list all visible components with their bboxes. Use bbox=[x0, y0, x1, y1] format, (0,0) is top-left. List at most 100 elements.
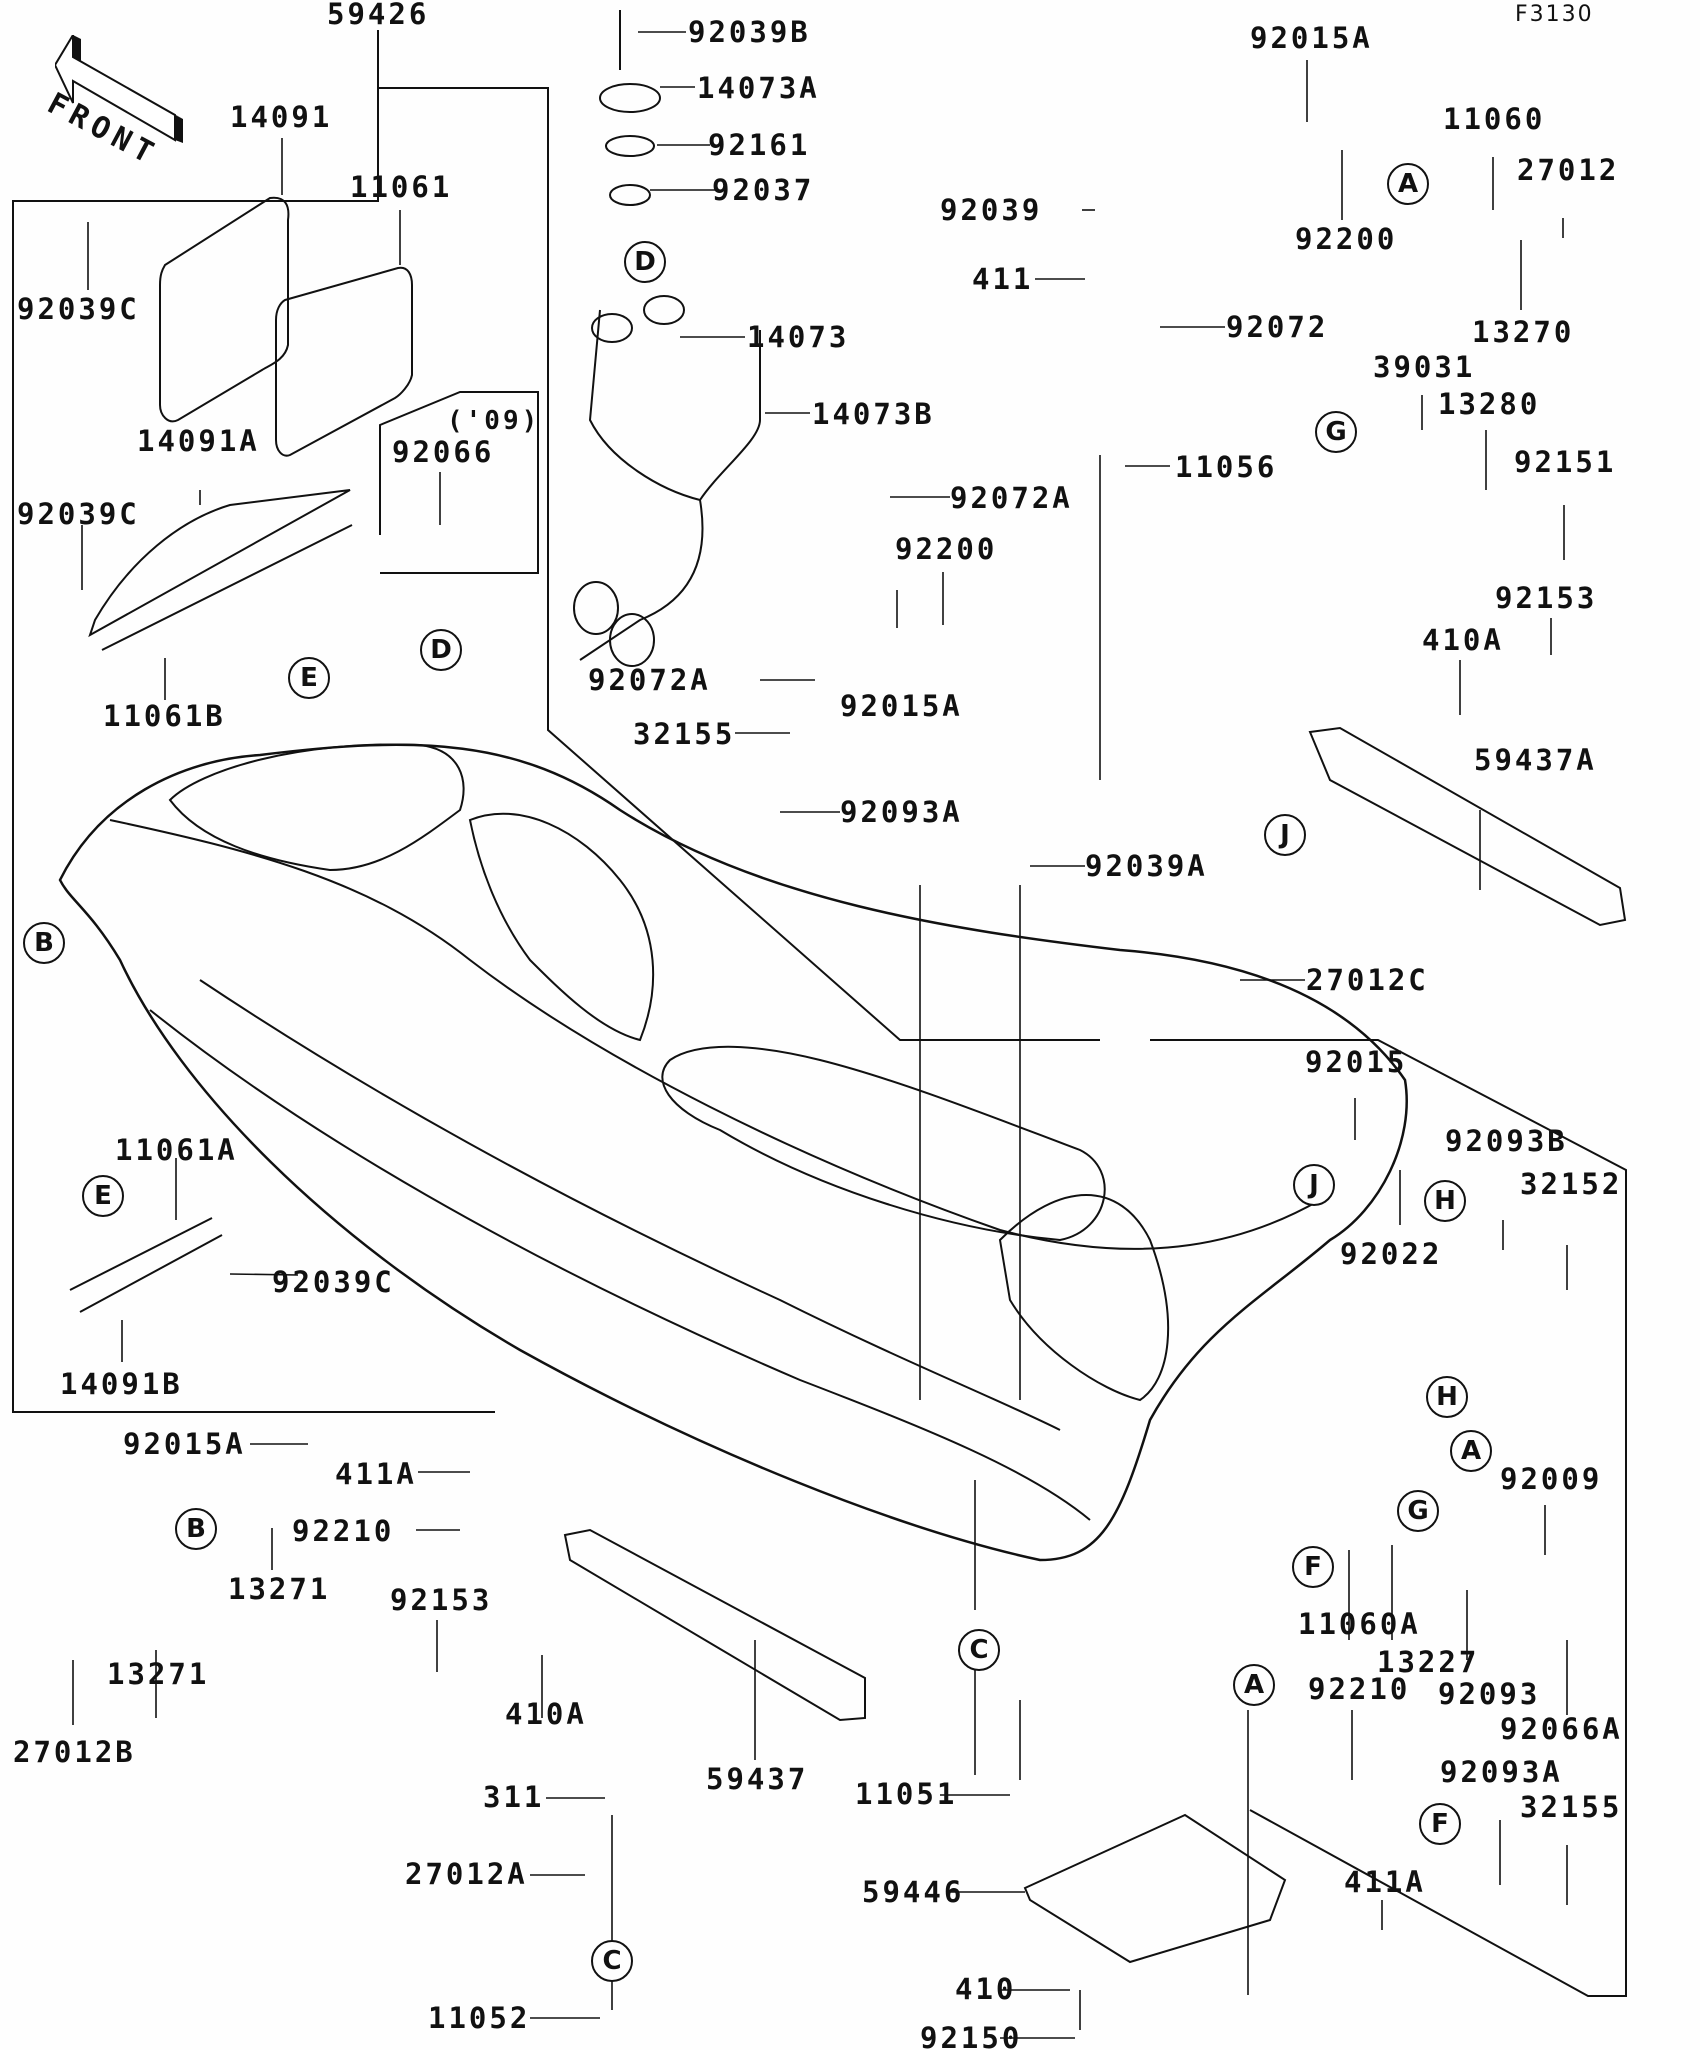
reference-marker[interactable]: D bbox=[420, 629, 462, 671]
part-label[interactable]: 92210 bbox=[292, 1514, 395, 1548]
part-label[interactable]: 92015A bbox=[123, 1427, 246, 1461]
reference-marker[interactable]: G bbox=[1397, 1490, 1439, 1532]
band-92037 bbox=[609, 184, 651, 206]
reference-marker[interactable]: A bbox=[1387, 163, 1429, 205]
reference-marker[interactable]: B bbox=[175, 1508, 217, 1550]
part-label[interactable]: 311 bbox=[483, 1780, 545, 1814]
part-label[interactable]: 411A bbox=[335, 1457, 417, 1491]
part-label[interactable]: 92039 bbox=[940, 193, 1043, 227]
part-label[interactable]: 11051 bbox=[855, 1777, 958, 1811]
part-label[interactable]: 92072A bbox=[588, 663, 711, 697]
part-label[interactable]: 11061 bbox=[350, 170, 453, 204]
front-arrow-icon bbox=[53, 31, 183, 143]
part-label[interactable]: 27012A bbox=[405, 1857, 528, 1891]
part-label[interactable]: 92093B bbox=[1445, 1124, 1568, 1158]
part-label[interactable]: 92066 bbox=[392, 435, 495, 469]
part-label[interactable]: 11060 bbox=[1443, 102, 1546, 136]
part-label[interactable]: 92039B bbox=[688, 15, 811, 49]
assembly-frame-right bbox=[1150, 1039, 1627, 1997]
reference-marker[interactable]: E bbox=[288, 657, 330, 699]
part-label[interactable]: 11060A bbox=[1298, 1607, 1421, 1641]
part-label[interactable]: 92153 bbox=[1495, 581, 1598, 615]
part-label[interactable]: 14073 bbox=[747, 320, 850, 354]
hull-chine-line bbox=[149, 1009, 1091, 1521]
part-label[interactable]: 92150 bbox=[920, 2021, 1023, 2050]
part-label[interactable]: 92037 bbox=[712, 173, 815, 207]
part-label[interactable]: 92200 bbox=[1295, 222, 1398, 256]
reference-marker[interactable]: H bbox=[1426, 1376, 1468, 1418]
part-label[interactable]: 92161 bbox=[708, 128, 811, 162]
part-label[interactable]: 59437 bbox=[706, 1762, 809, 1796]
part-label[interactable]: 39031 bbox=[1373, 350, 1476, 384]
part-label[interactable]: 13271 bbox=[228, 1572, 331, 1606]
reference-marker[interactable]: D bbox=[624, 241, 666, 283]
part-label[interactable]: 92066A bbox=[1500, 1712, 1623, 1746]
part-label[interactable]: 411A bbox=[1344, 1865, 1426, 1899]
part-label[interactable]: 92039C bbox=[17, 497, 140, 531]
part-label[interactable]: 11061A bbox=[115, 1133, 238, 1167]
part-label[interactable]: 59426 bbox=[327, 0, 430, 31]
part-label[interactable]: 92015A bbox=[840, 689, 963, 723]
reference-marker[interactable]: A bbox=[1450, 1430, 1492, 1472]
part-label[interactable]: 14091A bbox=[137, 424, 260, 458]
part-label[interactable]: 11061B bbox=[103, 699, 226, 733]
reference-marker[interactable]: A bbox=[1233, 1664, 1275, 1706]
part-label[interactable]: 410A bbox=[1422, 623, 1504, 657]
part-label[interactable]: 32155 bbox=[633, 717, 736, 751]
part-label[interactable]: 13271 bbox=[107, 1657, 210, 1691]
figure-code: F3130 bbox=[1515, 2, 1594, 27]
part-label[interactable]: 92022 bbox=[1340, 1237, 1443, 1271]
part-label[interactable]: 92093A bbox=[1440, 1755, 1563, 1789]
hull-deck-line bbox=[109, 819, 1321, 1250]
part-label[interactable]: 92200 bbox=[895, 532, 998, 566]
part-label[interactable]: 59446 bbox=[862, 1875, 965, 1909]
assembly-frame-top bbox=[378, 87, 1100, 1041]
part-label[interactable]: 92039C bbox=[17, 292, 140, 326]
reference-marker[interactable]: F bbox=[1419, 1803, 1461, 1845]
part-label[interactable]: 92072A bbox=[950, 481, 1073, 515]
part-label[interactable]: 14073B bbox=[812, 397, 935, 431]
model-year-note: ('09) bbox=[447, 406, 541, 436]
part-label[interactable]: 11052 bbox=[428, 2001, 531, 2035]
reference-marker[interactable]: F bbox=[1292, 1546, 1334, 1588]
intake-tube bbox=[579, 309, 761, 661]
part-label[interactable]: 14073A bbox=[697, 71, 820, 105]
part-label[interactable]: 92015A bbox=[1250, 21, 1373, 55]
part-label[interactable]: 13280 bbox=[1438, 387, 1541, 421]
part-label[interactable]: 14091 bbox=[230, 100, 333, 134]
part-label[interactable]: 410A bbox=[505, 1697, 587, 1731]
hatch-cover-14091A bbox=[88, 489, 351, 638]
part-label[interactable]: 27012B bbox=[13, 1735, 136, 1769]
part-label[interactable]: 92151 bbox=[1514, 445, 1617, 479]
seat-well bbox=[661, 1045, 1106, 1242]
part-label[interactable]: 32152 bbox=[1520, 1167, 1623, 1201]
reference-marker[interactable]: G bbox=[1315, 411, 1357, 453]
part-label[interactable]: 92072 bbox=[1226, 310, 1329, 344]
reference-marker[interactable]: B bbox=[23, 922, 65, 964]
part-label[interactable]: 92153 bbox=[390, 1583, 493, 1617]
part-label[interactable]: 13270 bbox=[1472, 315, 1575, 349]
reference-marker[interactable]: C bbox=[958, 1629, 1000, 1671]
part-label[interactable]: 92009 bbox=[1500, 1462, 1603, 1496]
part-label[interactable]: 27012 bbox=[1517, 153, 1620, 187]
part-label[interactable]: 92093A bbox=[840, 795, 963, 829]
part-label[interactable]: 14091B bbox=[60, 1367, 183, 1401]
part-label[interactable]: 92093 bbox=[1438, 1677, 1541, 1711]
part-label[interactable]: 32155 bbox=[1520, 1790, 1623, 1824]
part-label[interactable]: 92039A bbox=[1085, 849, 1208, 883]
part-label[interactable]: 410 bbox=[955, 1972, 1017, 2006]
reference-marker[interactable]: J bbox=[1293, 1164, 1335, 1206]
reference-marker[interactable]: E bbox=[82, 1175, 124, 1217]
reference-marker[interactable]: C bbox=[591, 1940, 633, 1982]
part-label[interactable]: 92039C bbox=[272, 1265, 395, 1299]
part-label[interactable]: 411 bbox=[972, 262, 1034, 296]
part-label[interactable]: 13227 bbox=[1377, 1645, 1480, 1679]
part-label[interactable]: 92210 bbox=[1308, 1672, 1411, 1706]
part-label[interactable]: 92015 bbox=[1305, 1045, 1408, 1079]
reference-marker[interactable]: J bbox=[1264, 814, 1306, 856]
part-label[interactable]: 11056 bbox=[1175, 450, 1278, 484]
part-label[interactable]: 59437A bbox=[1474, 743, 1597, 777]
reference-marker[interactable]: H bbox=[1424, 1180, 1466, 1222]
part-label[interactable]: 27012C bbox=[1306, 963, 1429, 997]
